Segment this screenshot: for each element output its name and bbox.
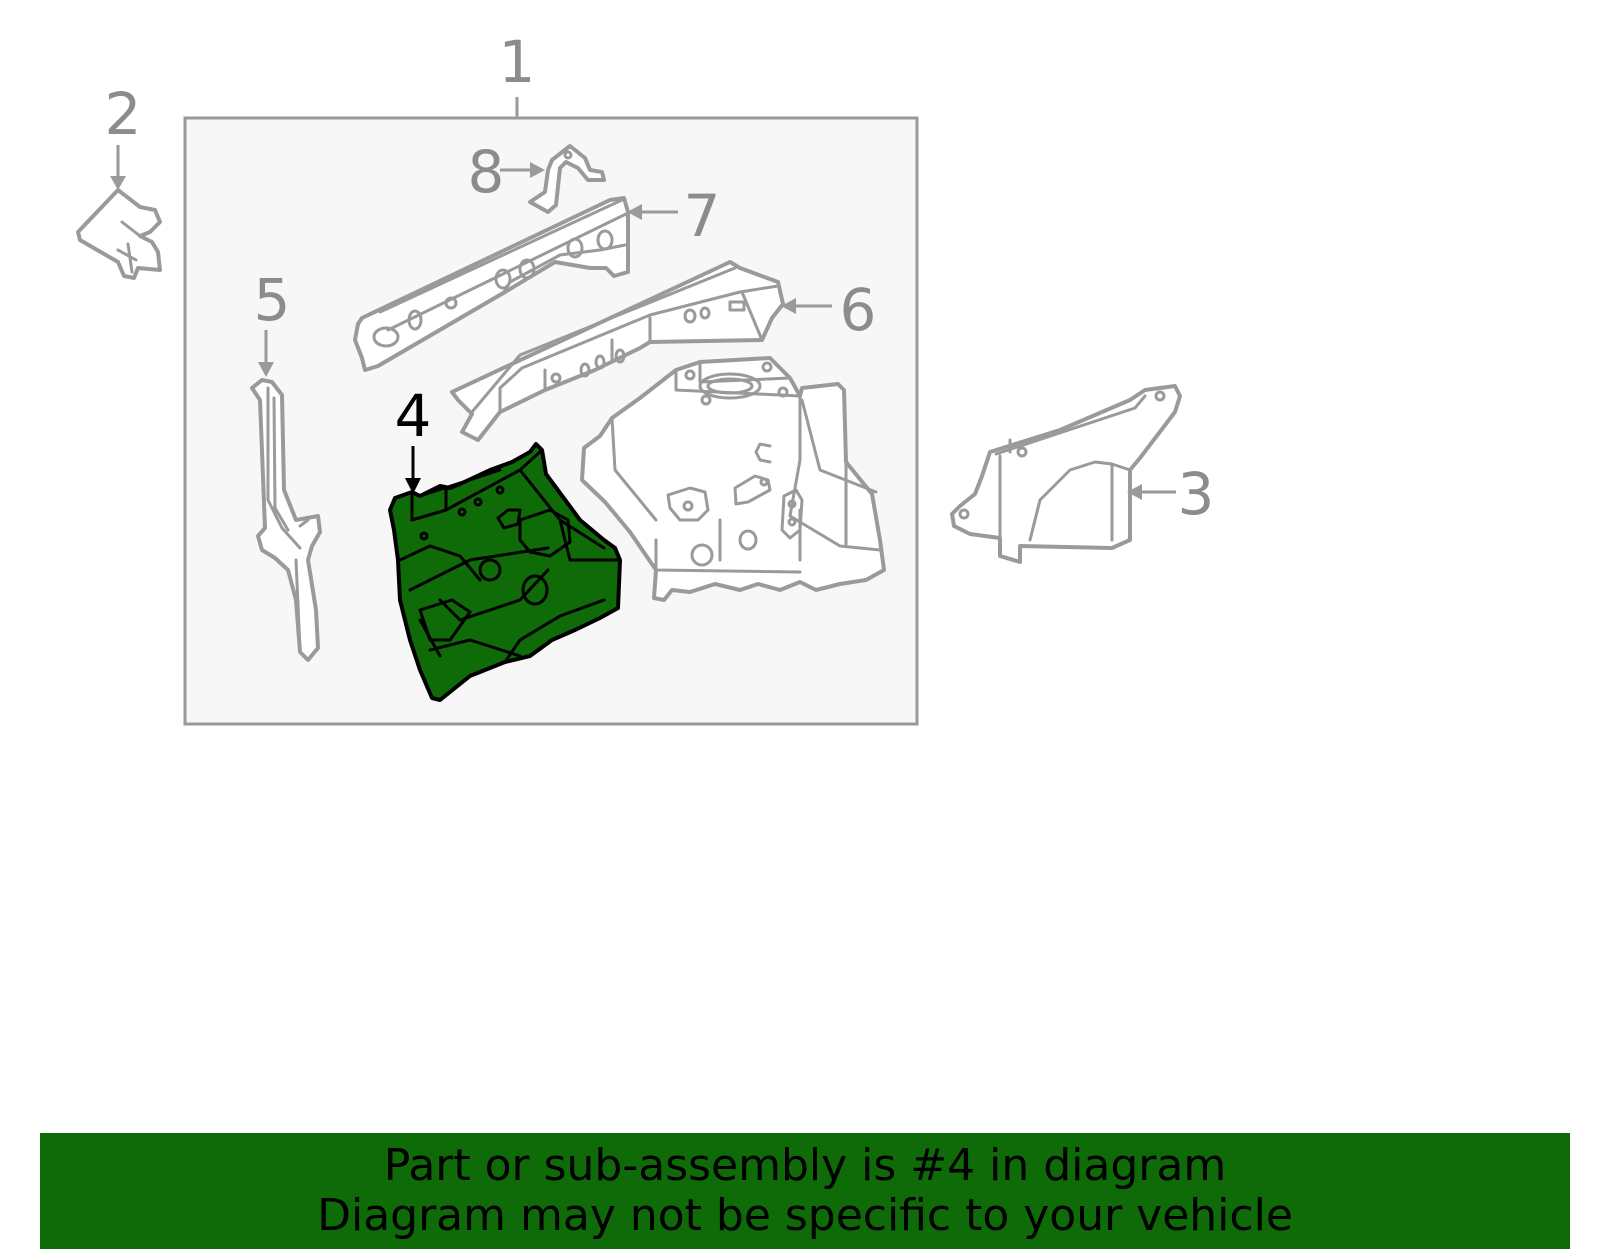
callout-8: 8 [468, 138, 505, 206]
callout-1: 1 [499, 28, 536, 96]
part-8-bracket [528, 144, 606, 214]
callout-4: 4 [395, 382, 432, 450]
callout-7: 7 [684, 182, 721, 250]
part-4-apron-highlighted [388, 442, 622, 702]
part-5-pillar [250, 378, 322, 662]
part-3-shield [950, 384, 1182, 564]
part-6-lower-rail [450, 260, 785, 442]
callout-5: 5 [254, 266, 291, 334]
callout-2: 2 [105, 80, 142, 148]
part-strut-tower [580, 356, 886, 602]
callout-3: 3 [1178, 460, 1215, 528]
part-2-bracket [76, 188, 162, 280]
part-7-upper-rail [353, 196, 630, 372]
parts-diagram: 1 2 8 7 6 [76, 28, 1215, 726]
callout-6: 6 [840, 276, 877, 344]
info-banner: Part or sub-assembly is #4 in diagram Di… [40, 1133, 1570, 1249]
banner-line-2: Diagram may not be specific to your vehi… [317, 1190, 1293, 1241]
banner-line-1: Part or sub-assembly is #4 in diagram [383, 1140, 1227, 1191]
